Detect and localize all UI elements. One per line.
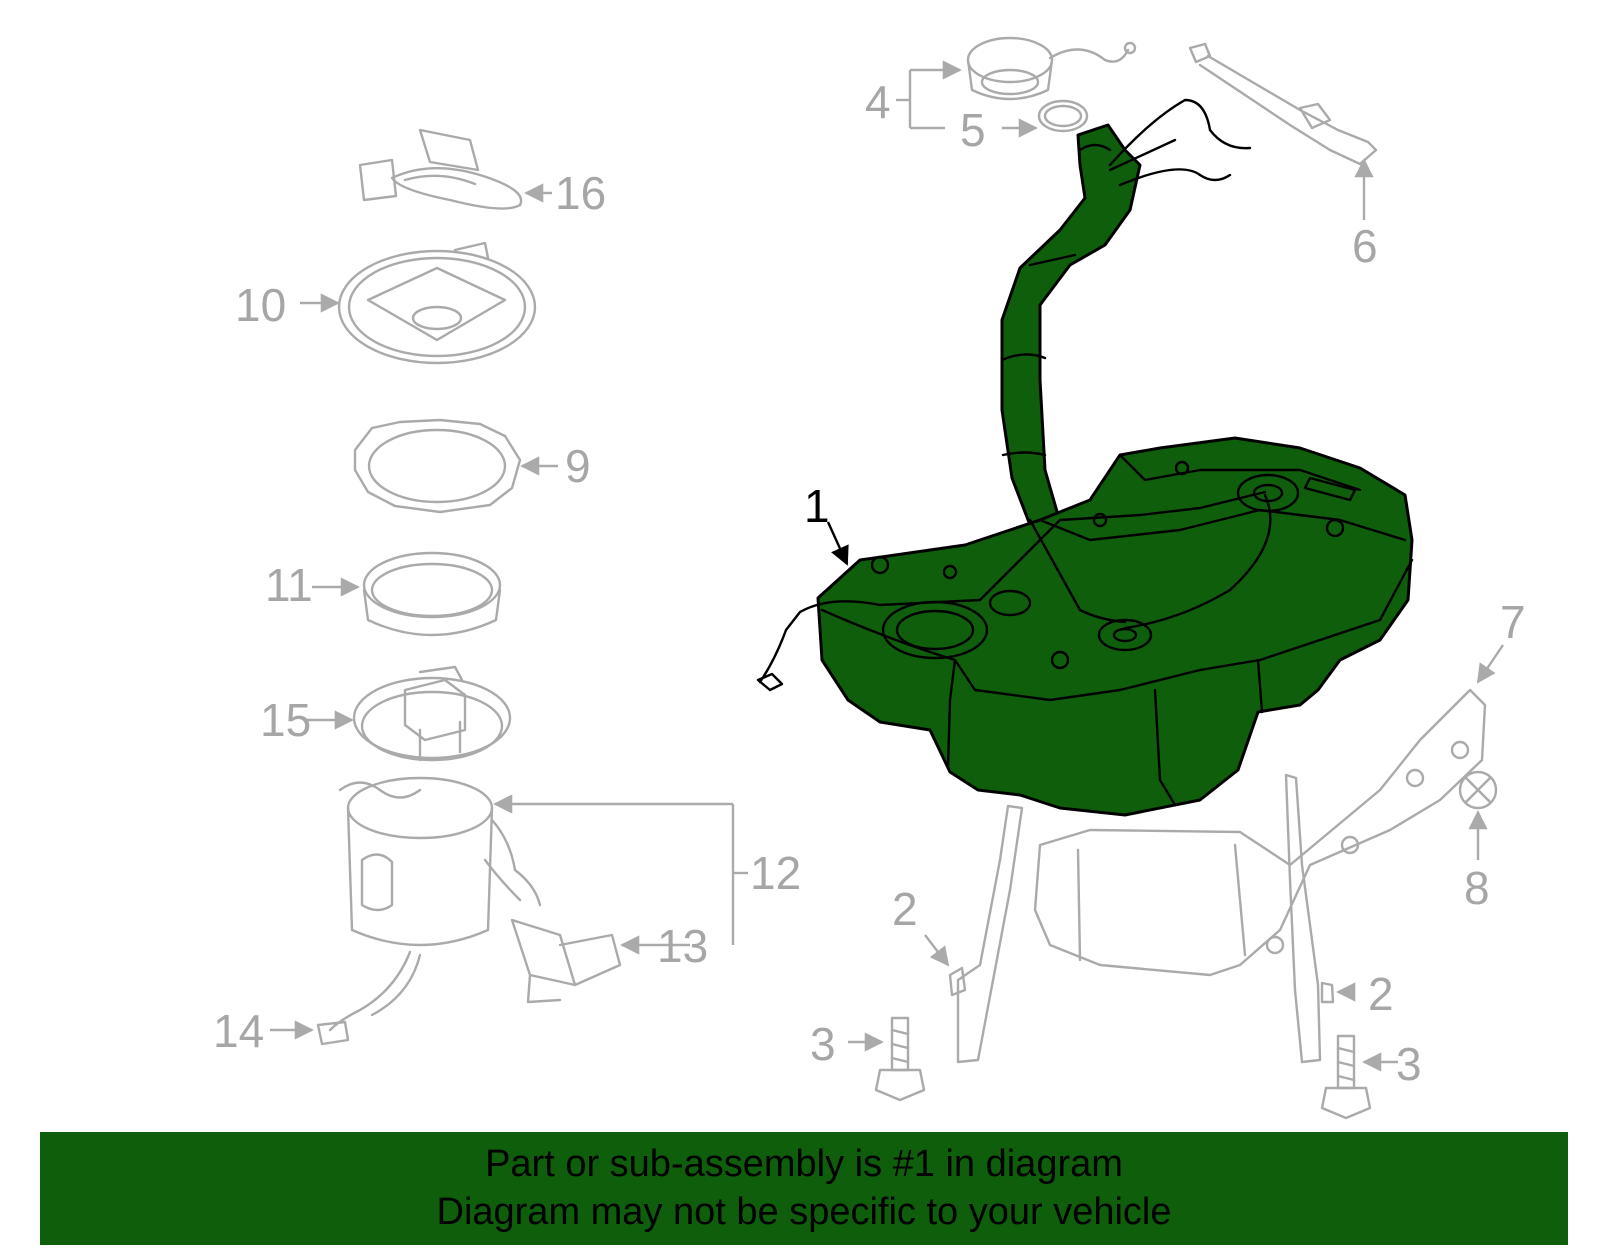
callout-2a: 2 — [892, 883, 918, 935]
callout-2b: 2 — [1368, 968, 1394, 1020]
callout-3b: 3 — [1396, 1038, 1422, 1090]
callout-12: 12 — [750, 847, 801, 899]
part-16-sensor — [358, 128, 552, 210]
banner-line-1: Part or sub-assembly is #1 in diagram — [485, 1143, 1123, 1185]
callout-4: 4 — [865, 76, 891, 128]
part-14-connector — [270, 950, 422, 1046]
callout-10: 10 — [235, 279, 286, 331]
part-3-bolt-left — [848, 1016, 926, 1102]
part-4-fuel-cap — [896, 36, 1137, 128]
part-3-bolt-right — [1320, 1034, 1398, 1120]
callout-3a: 3 — [810, 1018, 836, 1070]
callout-5: 5 — [960, 104, 986, 156]
callout-9: 9 — [565, 440, 591, 492]
part-2-strap-left — [924, 804, 1024, 1064]
banner-line-2: Diagram may not be specific to your vehi… — [436, 1191, 1172, 1233]
part-11-seal — [312, 551, 502, 637]
part-10-cover-plate — [300, 241, 537, 365]
part-9-retaining-ring — [353, 418, 558, 514]
callout-8: 8 — [1464, 862, 1490, 914]
callout-11: 11 — [265, 559, 313, 611]
callout-7: 7 — [1500, 596, 1526, 648]
callout-16: 16 — [555, 167, 606, 219]
callout-1: 1 — [804, 480, 830, 532]
part-1-fuel-tank — [756, 98, 1414, 817]
part-6-sensor — [1188, 42, 1378, 220]
info-banner: Part or sub-assembly is #1 in diagram Di… — [40, 1132, 1568, 1245]
part-2-strap-right — [1284, 773, 1356, 1064]
callout-14: 14 — [213, 1005, 264, 1057]
callout-6: 6 — [1352, 220, 1378, 272]
callout-15: 15 — [260, 694, 311, 746]
part-12-pump-module — [338, 776, 748, 947]
part-5-seal — [910, 99, 1089, 138]
callout-13: 13 — [657, 920, 708, 972]
part-15-pump-flange — [305, 665, 512, 762]
part-13-bracket — [510, 918, 690, 1004]
part-8-plug — [1458, 770, 1498, 860]
